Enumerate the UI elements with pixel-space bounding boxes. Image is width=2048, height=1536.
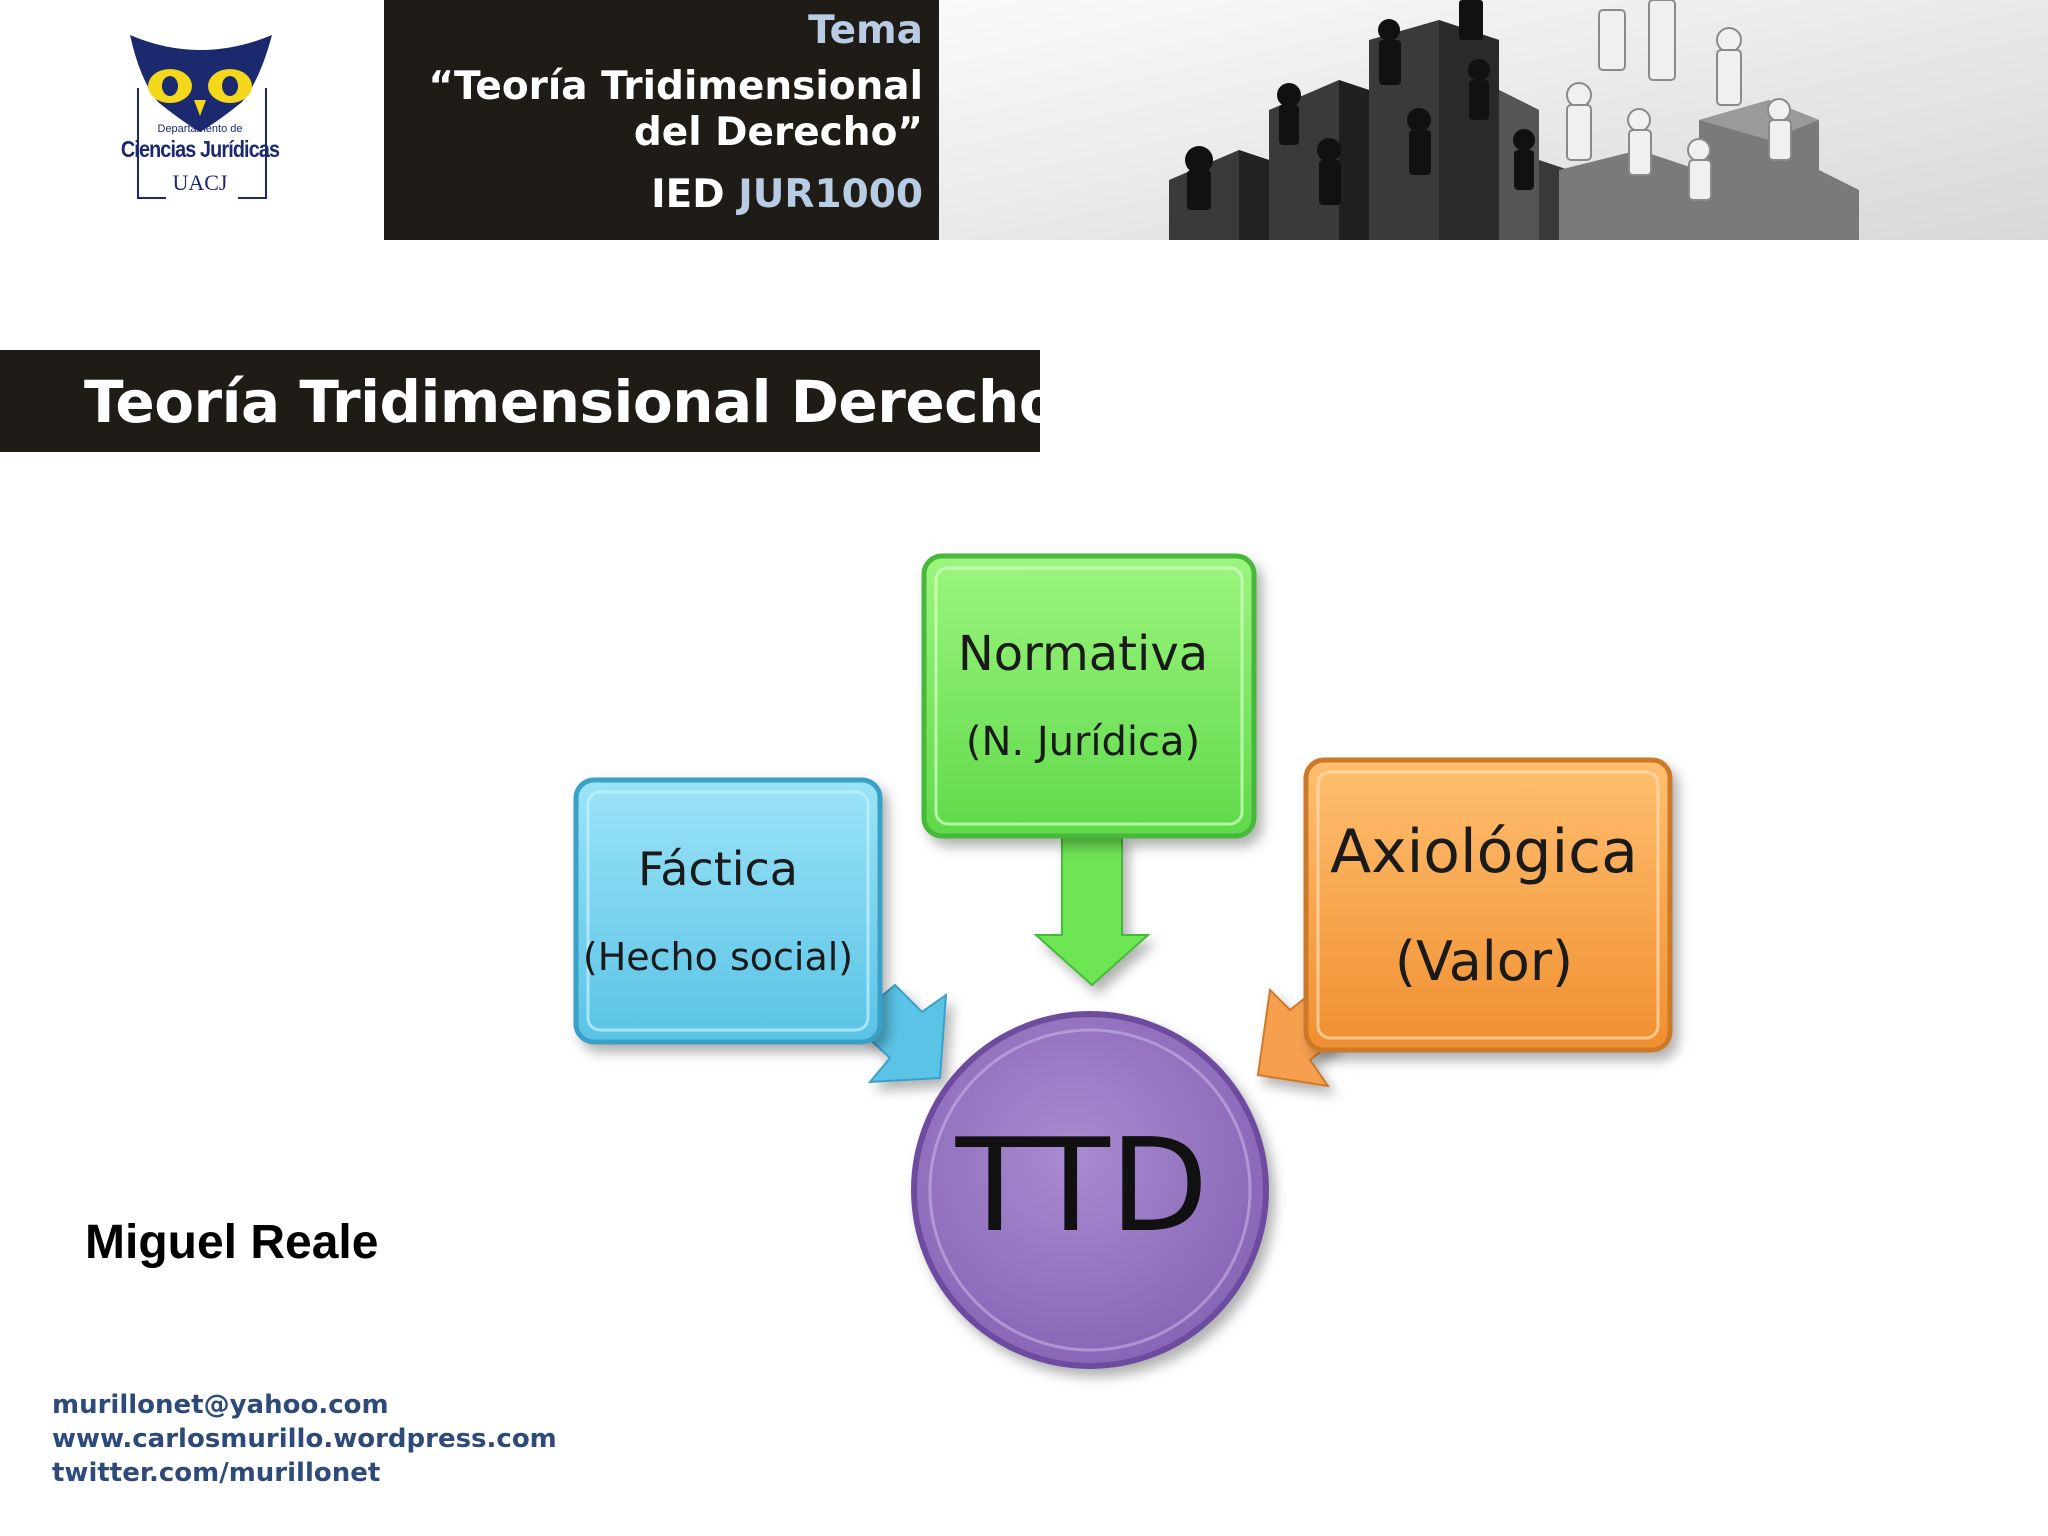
contact-twitter[interactable]: twitter.com/murillonet	[52, 1458, 381, 1488]
factica-subtitle: (Hecho social)	[583, 935, 853, 979]
normativa-title: Normativa	[958, 626, 1208, 682]
axiologica-subtitle: (Valor)	[1395, 930, 1573, 993]
header-box: Tema “Teoría Tridimensional del Derecho”…	[384, 0, 939, 240]
normativa-box	[921, 553, 1257, 839]
header-course-code: IED JUR1000	[651, 172, 923, 217]
author-name: Miguel Reale	[85, 1216, 379, 1269]
header-title-line2: del Derecho”	[633, 110, 923, 155]
header-title: “Teoría Tridimensional del Derecho”	[428, 64, 923, 156]
contact-email[interactable]: murillonet@yahoo.com	[52, 1390, 389, 1420]
contact-list: murillonet@yahoo.com www.carlosmurillo.w…	[52, 1388, 557, 1490]
header-title-line1: “Teoría Tridimensional	[428, 64, 923, 109]
logo-department-name: Ciencias Jurídicas	[120, 136, 280, 162]
logo-department-label: Departamento de	[157, 123, 243, 135]
axiologica-box	[1303, 757, 1673, 1053]
factica-box	[573, 777, 883, 1045]
logo-university: UACJ	[172, 170, 228, 195]
axiologica-title: Axiológica	[1330, 817, 1638, 887]
section-title-bar: Teoría Tridimensional Derecho	[0, 350, 1059, 452]
ttd-circle	[911, 1011, 1269, 1369]
factica-title: Fáctica	[638, 842, 798, 896]
header-tema-label: Tema	[808, 8, 923, 53]
normativa-subtitle: (N. Jurídica)	[966, 719, 1200, 765]
department-logo: Departamento de Ciencias Jurídicas UACJ	[100, 20, 300, 220]
chess-pieces-image	[939, 0, 2048, 240]
contact-website[interactable]: www.carlosmurillo.wordpress.com	[52, 1424, 557, 1454]
arrow-normativa-to-ttd	[1033, 834, 1151, 987]
owl-icon	[130, 35, 272, 199]
course-code: JUR1000	[738, 172, 923, 217]
ttd-label: TTD	[955, 1112, 1209, 1261]
course-prefix: IED	[651, 172, 725, 217]
section-title: Teoría Tridimensional Derecho	[84, 368, 1059, 436]
